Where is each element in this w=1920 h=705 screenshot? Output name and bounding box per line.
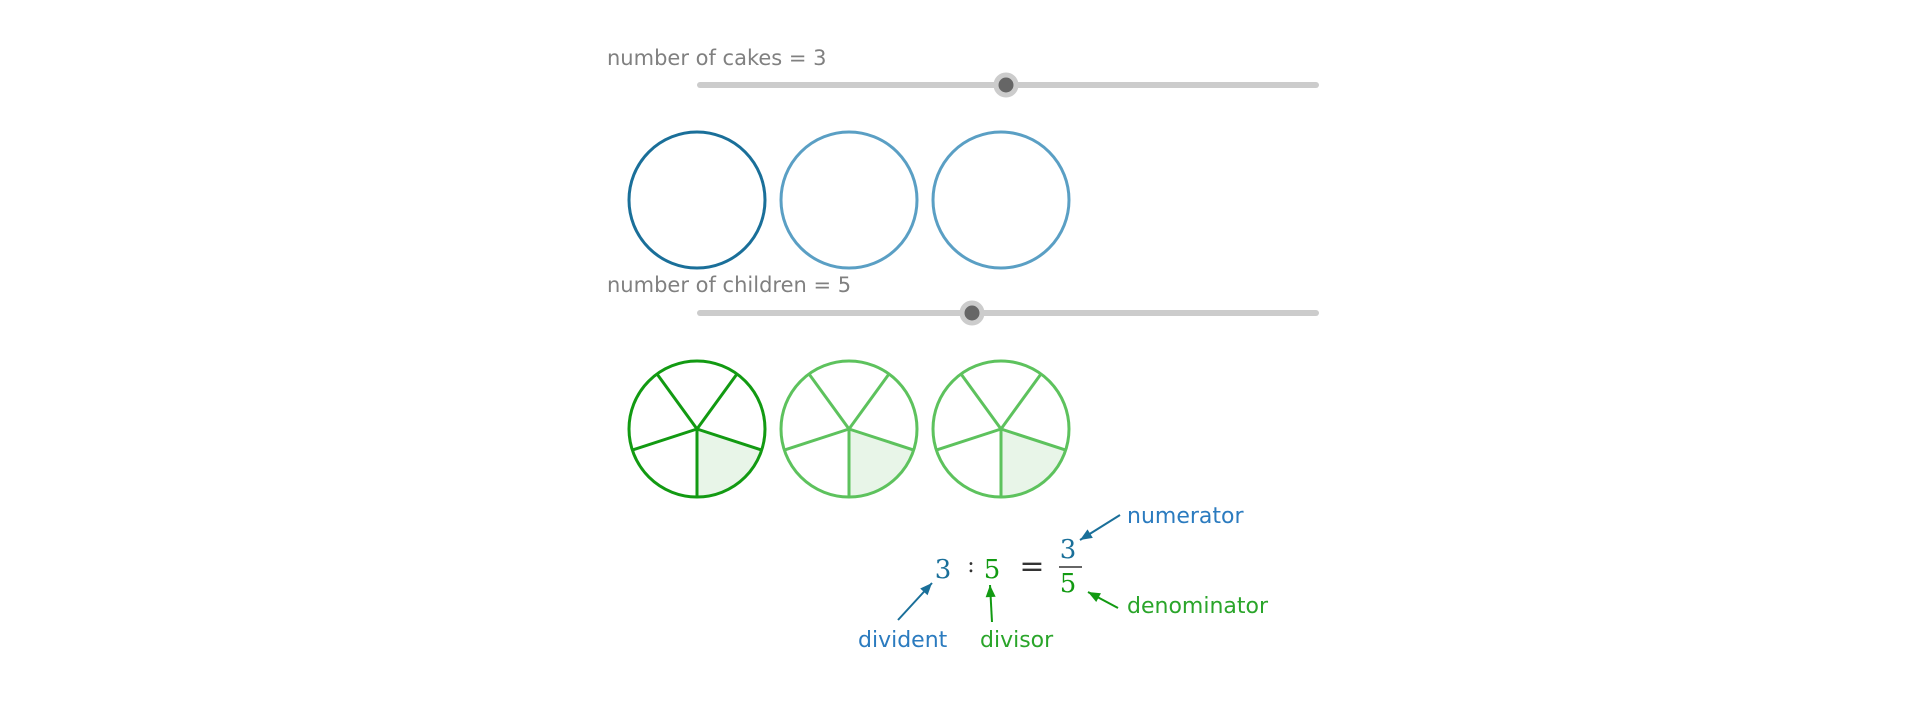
pie-divider bbox=[847, 373, 891, 430]
cakes-slider-group: number of cakes = 3 bbox=[607, 46, 1319, 98]
denominator-arrowhead bbox=[1088, 592, 1101, 603]
cakes-slider-handle[interactable] bbox=[993, 72, 1019, 98]
numerator-arrowhead bbox=[1080, 529, 1093, 540]
dividend-arrowhead bbox=[920, 583, 932, 596]
pie-divider bbox=[655, 373, 699, 430]
pie-divider bbox=[696, 427, 763, 452]
fraction-denominator: 5 bbox=[1060, 569, 1077, 599]
pie-outline bbox=[627, 359, 767, 499]
equation-divisor: 5 bbox=[984, 555, 1001, 585]
pie-divider bbox=[807, 373, 851, 430]
pie-outline bbox=[779, 359, 919, 499]
pies-group bbox=[627, 359, 1071, 499]
pie-divider bbox=[999, 373, 1043, 430]
equation-equals: = bbox=[1019, 549, 1044, 584]
divisor-label: divisor bbox=[980, 628, 1054, 653]
equation-colon: : bbox=[967, 553, 974, 578]
pie-divider bbox=[959, 373, 1003, 430]
cake-circle bbox=[779, 130, 919, 270]
pie bbox=[627, 359, 767, 499]
divisor-arrowhead bbox=[985, 585, 996, 598]
equation-dividend: 3 bbox=[935, 555, 952, 585]
cakes-slider-label: number of cakes = 3 bbox=[607, 46, 827, 70]
dividend-label: divident bbox=[858, 628, 948, 653]
pie bbox=[931, 359, 1071, 499]
cake-circle bbox=[627, 130, 767, 270]
pie-divider bbox=[1000, 427, 1067, 452]
pie-divider bbox=[783, 427, 850, 452]
pie-outline bbox=[931, 359, 1071, 499]
pie-divider bbox=[695, 373, 739, 430]
pie bbox=[779, 359, 919, 499]
annotations: numerator denominator divident divisor bbox=[858, 504, 1269, 653]
pie-divider bbox=[848, 427, 915, 452]
children-slider-group: number of children = 5 bbox=[607, 273, 1319, 326]
denominator-label: denominator bbox=[1127, 594, 1269, 619]
equation: 3 : 5 = 3 5 bbox=[935, 535, 1082, 599]
cake-circle bbox=[931, 130, 1071, 270]
pie-divider bbox=[631, 427, 698, 452]
fraction-numerator: 3 bbox=[1060, 535, 1077, 565]
pie-divider bbox=[935, 427, 1002, 452]
cakes-group bbox=[627, 130, 1071, 270]
children-slider-label: number of children = 5 bbox=[607, 273, 851, 297]
numerator-label: numerator bbox=[1127, 504, 1244, 529]
children-slider-handle[interactable] bbox=[959, 300, 985, 326]
